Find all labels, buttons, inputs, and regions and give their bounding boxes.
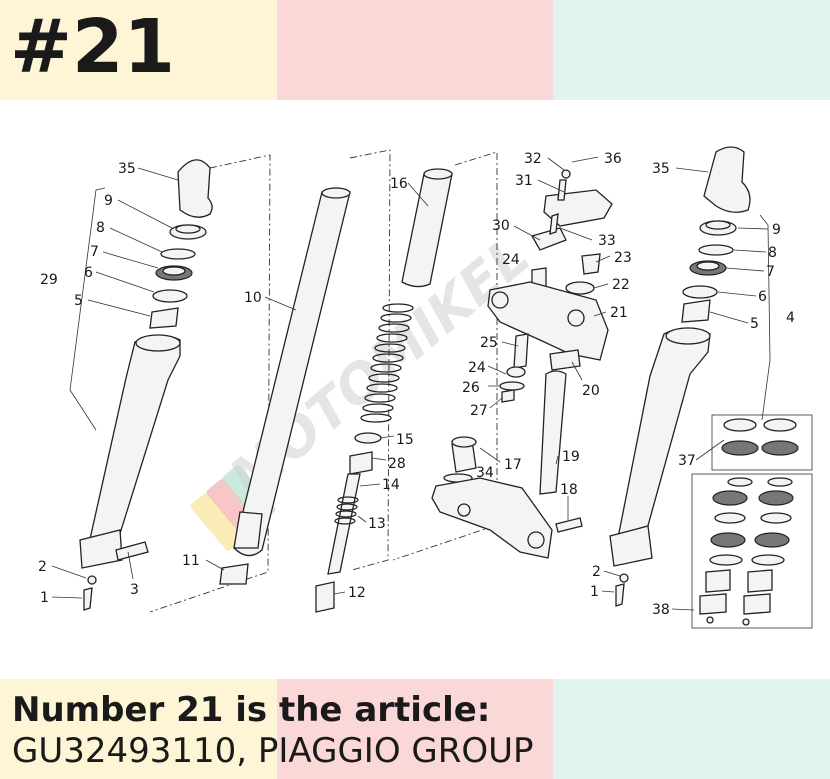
caption-band xyxy=(0,679,830,779)
right-fork-leg xyxy=(609,146,751,607)
callout-12: 12 xyxy=(348,585,366,601)
callout-23: 23 xyxy=(614,250,632,266)
seal-kit-37 xyxy=(721,418,799,456)
exploded-parts-diagram: MOTOMIKEL xyxy=(38,146,813,629)
callout-27: 27 xyxy=(470,403,488,419)
header-band xyxy=(0,0,830,100)
callout-28: 28 xyxy=(388,456,406,472)
callout-18: 18 xyxy=(560,482,578,498)
callout-24-top: 24 xyxy=(502,252,520,268)
callout-1-left: 1 xyxy=(40,590,49,606)
leader-lines xyxy=(51,156,769,611)
callout-33: 33 xyxy=(598,233,616,249)
callout-30: 30 xyxy=(492,218,510,234)
callout-2-right: 2 xyxy=(592,564,601,580)
seal-kit-38 xyxy=(699,477,794,626)
callout-4: 4 xyxy=(786,310,795,326)
callout-34: 34 xyxy=(476,465,494,481)
callout-31: 31 xyxy=(515,173,533,189)
callout-25: 25 xyxy=(480,335,498,351)
callout-21: 21 xyxy=(610,305,628,321)
callout-7-left: 7 xyxy=(90,244,99,260)
callout-36: 36 xyxy=(604,151,622,167)
steering-head-assembly xyxy=(431,169,613,559)
callout-17: 17 xyxy=(504,457,522,473)
callout-8-right: 8 xyxy=(768,245,777,261)
callout-20: 20 xyxy=(582,383,600,399)
callout-15: 15 xyxy=(396,432,414,448)
fork-tube xyxy=(219,187,351,585)
callout-35-left: 35 xyxy=(118,161,136,177)
callout-24-bottom: 24 xyxy=(468,360,486,376)
callout-1-right: 1 xyxy=(590,584,599,600)
callout-32: 32 xyxy=(524,151,542,167)
caption-line-2: GU32493110, PIAGGIO GROUP xyxy=(12,731,534,771)
callout-5-left: 5 xyxy=(74,293,83,309)
callout-3: 3 xyxy=(130,582,139,598)
callout-26: 26 xyxy=(462,380,480,396)
callout-5-right: 5 xyxy=(750,316,759,332)
callout-11: 11 xyxy=(182,553,200,569)
callout-9-left: 9 xyxy=(104,193,113,209)
callout-labels: 35 9 8 7 29 6 5 10 16 32 36 31 30 33 24 … xyxy=(38,151,795,618)
callout-16: 16 xyxy=(390,176,408,192)
callout-19: 19 xyxy=(562,449,580,465)
callout-13: 13 xyxy=(368,516,386,532)
callout-29: 29 xyxy=(40,272,58,288)
callout-22: 22 xyxy=(612,277,630,293)
callout-2-left: 2 xyxy=(38,559,47,575)
callout-7-right: 7 xyxy=(766,264,775,280)
left-fork-leg xyxy=(79,159,213,611)
callout-35-right: 35 xyxy=(652,161,670,177)
callout-37: 37 xyxy=(678,453,696,469)
callout-38: 38 xyxy=(652,602,670,618)
caption-line-1: Number 21 is the article: xyxy=(12,690,491,730)
callout-10: 10 xyxy=(244,290,262,306)
callout-6-left: 6 xyxy=(84,265,93,281)
callout-6-right: 6 xyxy=(758,289,767,305)
callout-8-left: 8 xyxy=(96,220,105,236)
callout-9-right: 9 xyxy=(772,222,781,238)
spring-and-damper xyxy=(315,168,453,613)
callout-14: 14 xyxy=(382,477,400,493)
item-number-badge: #21 xyxy=(10,4,175,90)
